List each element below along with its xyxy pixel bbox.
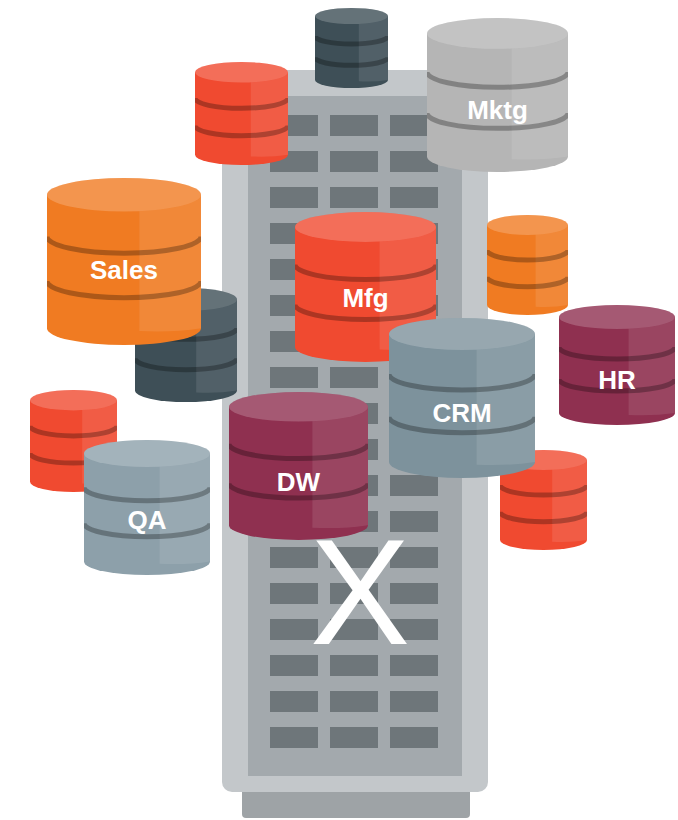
database-cylinder: CRM: [389, 318, 535, 478]
database-label: DW: [229, 468, 368, 497]
database-cylinder: [315, 8, 388, 88]
database-label: Sales: [47, 256, 201, 285]
database-label: QA: [84, 506, 210, 535]
database-label: HR: [559, 366, 675, 395]
database-cylinder: HR: [559, 305, 675, 425]
database-cylinder: QA: [84, 440, 210, 575]
database-cylinder: Mktg: [427, 18, 568, 172]
rack-logo-letter: X: [277, 517, 443, 667]
database-cylinder: [487, 215, 568, 315]
database-cylinder: [195, 62, 288, 165]
database-label: Mfg: [295, 284, 436, 313]
rack-logo: X: [277, 512, 443, 672]
database-cylinder: Sales: [47, 178, 201, 345]
database-label: Mktg: [427, 96, 568, 125]
database-label: CRM: [389, 399, 535, 428]
